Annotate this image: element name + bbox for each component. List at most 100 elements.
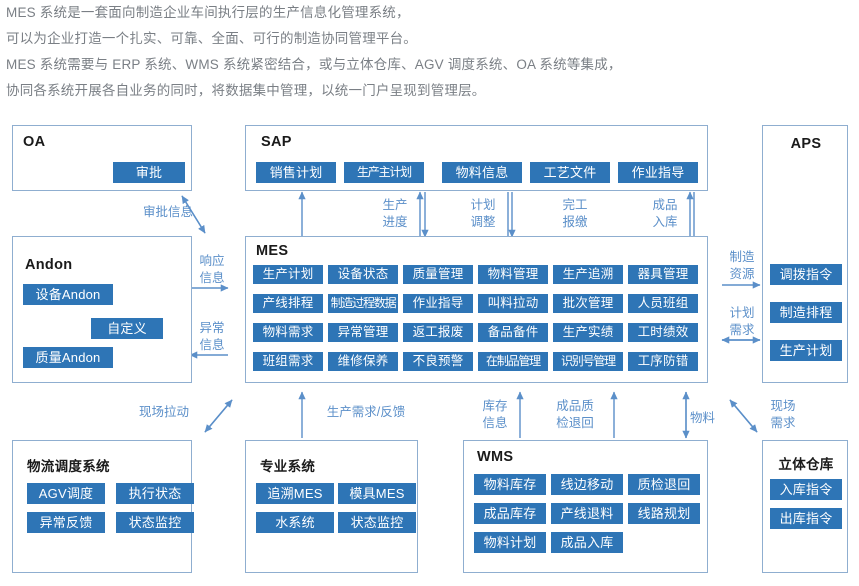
chip-mes-3[interactable]: 物料管理 <box>478 265 548 284</box>
chip-mes-8[interactable]: 作业指导 <box>403 294 473 313</box>
label-finished-in-line1: 成品 <box>652 198 678 212</box>
chip-andon-quality[interactable]: 质量Andon <box>23 347 113 368</box>
chip-logistics-0[interactable]: AGV调度 <box>27 483 105 504</box>
chip-mes-1[interactable]: 设备状态 <box>328 265 398 284</box>
label-fg-qc-return-line2: 检退回 <box>556 416 594 430</box>
chip-sap-1[interactable]: 生产主计划 <box>344 162 424 183</box>
label-plan-adjust-line2: 调整 <box>470 215 496 229</box>
chip-pro-1[interactable]: 模具MES <box>338 483 416 504</box>
chip-wms-2[interactable]: 质检退回 <box>628 474 700 495</box>
chip-mes-17[interactable]: 工时绩效 <box>628 323 698 342</box>
box-warehouse-title: 立体仓库 <box>778 457 834 472</box>
chip-mes-11[interactable]: 人员班组 <box>628 294 698 313</box>
box-logistics: 物流调度系统 AGV调度 执行状态 异常反馈 状态监控 <box>12 440 194 573</box>
label-finish-report-line2: 报缴 <box>562 215 588 229</box>
label-finished-in-line2: 入库 <box>652 215 678 229</box>
chip-aps-0[interactable]: 调拨指令 <box>770 264 842 285</box>
label-material: 物料 <box>690 411 716 425</box>
chip-andon-custom[interactable]: 自定义 <box>91 318 163 339</box>
chip-mes-18[interactable]: 班组需求 <box>253 352 323 371</box>
chip-sap-4[interactable]: 作业指导 <box>618 162 698 183</box>
label-approval-info: 审批信息 <box>142 205 193 219</box>
chip-mes-10[interactable]: 批次管理 <box>553 294 623 313</box>
chip-logistics-2[interactable]: 异常反馈 <box>27 512 105 533</box>
label-response-info-line2: 信息 <box>199 271 225 285</box>
chip-mes-23[interactable]: 工序防错 <box>628 352 698 371</box>
chip-warehouse-0[interactable]: 入库指令 <box>770 479 842 500</box>
intro-paragraph: MES 系统是一套面向制造企业车间执行层的生产信息化管理系统， 可以为企业打造一… <box>6 2 846 106</box>
chip-pro-2[interactable]: 水系统 <box>256 512 334 533</box>
chip-wms-6[interactable]: 物料计划 <box>474 532 546 553</box>
box-andon: Andon 设备Andon 自定义 质量Andon <box>12 236 192 383</box>
box-oa: OA 审批 <box>12 125 192 191</box>
chip-andon-device[interactable]: 设备Andon <box>23 284 113 305</box>
box-aps-title: APS <box>790 136 822 152</box>
chip-mes-13[interactable]: 异常管理 <box>328 323 398 342</box>
intro-line-4: 协同各系统开展各自业务的同时，将数据集中管理，以统一门户呈现到管理层。 <box>6 83 486 98</box>
box-oa-title: OA <box>23 134 46 150</box>
chip-wms-0[interactable]: 物料库存 <box>474 474 546 495</box>
chip-warehouse-1[interactable]: 出库指令 <box>770 508 842 529</box>
chip-aps-2[interactable]: 生产计划 <box>770 340 842 361</box>
label-exception-info-line1: 异常 <box>199 321 225 335</box>
label-prod-progress-line2: 进度 <box>382 215 408 229</box>
chip-sap-3[interactable]: 工艺文件 <box>530 162 610 183</box>
label-exception-info-line2: 信息 <box>199 338 225 352</box>
box-mes: MES 生产计划 设备状态 质量管理 物料管理 生产追溯 器具管理 产线排程 制… <box>245 236 708 383</box>
box-logistics-title: 物流调度系统 <box>27 459 110 474</box>
chip-mes-5[interactable]: 器具管理 <box>628 265 698 284</box>
box-sap-title: SAP <box>261 134 292 150</box>
chip-mes-6[interactable]: 产线排程 <box>253 294 323 313</box>
chip-mes-14[interactable]: 返工报废 <box>403 323 473 342</box>
box-mes-title: MES <box>256 243 289 259</box>
label-prod-progress-line1: 生产 <box>382 198 408 212</box>
chip-wms-3[interactable]: 成品库存 <box>474 503 546 524</box>
chip-sap-2[interactable]: 物料信息 <box>442 162 522 183</box>
chip-aps-1[interactable]: 制造排程 <box>770 302 842 323</box>
chip-pro-0[interactable]: 追溯MES <box>256 483 334 504</box>
intro-line-3: MES 系统需要与 ERP 系统、WMS 系统紧密结合，或与立体仓库、AGV 调… <box>6 57 622 72</box>
label-stock-info-line1: 库存 <box>482 399 508 413</box>
chip-mes-21[interactable]: 在制品管理 <box>478 352 548 371</box>
chip-mes-20[interactable]: 不良预警 <box>403 352 473 371</box>
chip-wms-7[interactable]: 成品入库 <box>551 532 623 553</box>
label-site-demand-line1: 现场 <box>770 399 796 413</box>
box-professional-title: 专业系统 <box>260 459 316 474</box>
box-aps: APS 调拨指令 制造排程 生产计划 <box>762 125 848 383</box>
chip-wms-4[interactable]: 产线退料 <box>551 503 623 524</box>
chip-logistics-3[interactable]: 状态监控 <box>116 512 194 533</box>
chip-oa-approval[interactable]: 审批 <box>113 162 185 183</box>
label-mfg-resource-line2: 资源 <box>729 267 755 281</box>
label-mfg-resource-line1: 制造 <box>729 250 755 264</box>
box-wms-title: WMS <box>477 449 514 465</box>
box-sap: SAP 销售计划 生产主计划 物料信息 工艺文件 作业指导 <box>245 125 708 191</box>
chip-wms-1[interactable]: 线边移动 <box>551 474 623 495</box>
chip-sap-0[interactable]: 销售计划 <box>256 162 336 183</box>
chip-mes-12[interactable]: 物料需求 <box>253 323 323 342</box>
chip-mes-19[interactable]: 维修保养 <box>328 352 398 371</box>
label-site-demand-line2: 需求 <box>770 416 796 430</box>
chip-mes-0[interactable]: 生产计划 <box>253 265 323 284</box>
label-stock-info-line2: 信息 <box>482 416 508 430</box>
label-plan-demand-line1: 计划 <box>729 306 755 320</box>
label-finish-report-line1: 完工 <box>562 198 588 212</box>
label-plan-adjust-line1: 计划 <box>470 198 496 212</box>
chip-mes-2[interactable]: 质量管理 <box>403 265 473 284</box>
chip-mes-7[interactable]: 制造过程数据 <box>328 294 398 313</box>
chip-mes-9[interactable]: 叫料拉动 <box>478 294 548 313</box>
label-prod-demand-feedback: 生产需求/反馈 <box>326 405 406 419</box>
box-warehouse: 立体仓库 入库指令 出库指令 <box>762 440 848 573</box>
label-response-info-line1: 响应 <box>199 254 225 268</box>
chip-logistics-1[interactable]: 执行状态 <box>116 483 194 504</box>
box-wms: WMS 物料库存 线边移动 质检退回 成品库存 产线退料 线路规划 物料计划 成… <box>463 440 708 573</box>
chip-mes-15[interactable]: 备品备件 <box>478 323 548 342</box>
chip-mes-22[interactable]: 识别号管理 <box>553 352 623 371</box>
chip-wms-5[interactable]: 线路规划 <box>628 503 700 524</box>
label-fg-qc-return-line1: 成品质 <box>556 399 594 413</box>
chip-pro-3[interactable]: 状态监控 <box>338 512 416 533</box>
chip-mes-16[interactable]: 生产实绩 <box>553 323 623 342</box>
box-professional-system: 专业系统 追溯MES 模具MES 水系统 状态监控 <box>245 440 418 573</box>
label-plan-demand-line2: 需求 <box>729 323 755 337</box>
chip-mes-4[interactable]: 生产追溯 <box>553 265 623 284</box>
